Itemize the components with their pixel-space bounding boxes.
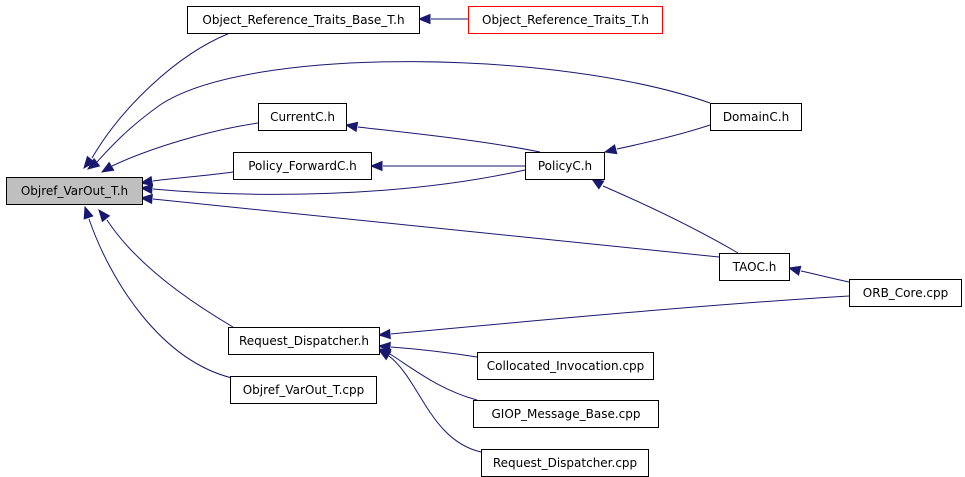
edge-arrowhead xyxy=(344,121,359,133)
edge-domainc_h-to-objref_varout_t_h xyxy=(86,61,711,170)
edge-arrowhead xyxy=(83,205,94,220)
node-label: Object_Reference_Traits_Base_T.h xyxy=(202,13,404,27)
node-request-dispatcher-h[interactable]: Request_Dispatcher.h xyxy=(228,327,380,355)
edge-arrowhead xyxy=(139,193,153,205)
edge-line xyxy=(602,185,739,254)
edge-domainc_h-to-policyc_h xyxy=(603,124,711,155)
edge-giop_message_base_cpp-to-request_dispatcher_h xyxy=(377,348,478,401)
edge-arrowhead xyxy=(139,183,153,195)
edge-object_reference_traits_base_t_h-to-objref_varout_t_h xyxy=(83,32,231,170)
node-box[interactable] xyxy=(468,6,663,34)
edge-objref_varout_t_cpp-to-objref_varout_t_h xyxy=(83,205,233,379)
edge-orb_core_cpp-to-request_dispatcher_h xyxy=(377,295,850,340)
node-box[interactable] xyxy=(228,327,380,355)
node-box[interactable] xyxy=(258,103,347,131)
edge-line xyxy=(357,126,541,153)
edge-arrowhead xyxy=(86,157,101,170)
edge-arrowhead xyxy=(139,175,154,187)
edge-line xyxy=(106,219,234,328)
node-box[interactable] xyxy=(525,152,605,180)
node-label: Collocated_Invocation.cpp xyxy=(487,359,645,373)
node-policy-forwardc-h[interactable]: Policy_ForwardC.h xyxy=(233,152,372,180)
node-object-reference-traits-t-h[interactable]: Object_Reference_Traits_T.h xyxy=(468,6,663,34)
node-box[interactable] xyxy=(233,152,372,180)
edge-line xyxy=(111,122,259,167)
edge-line xyxy=(390,295,850,335)
edge-taoc_h-to-objref_varout_t_h xyxy=(139,193,720,258)
edge-arrowhead xyxy=(377,349,392,361)
node-label: Request_Dispatcher.h xyxy=(239,334,369,348)
edge-collocated_invocation_cpp-to-request_dispatcher_h xyxy=(377,341,478,358)
node-objref-varout-t-cpp[interactable]: Objref_VarOut_T.cpp xyxy=(230,376,377,404)
edge-line xyxy=(800,270,850,283)
edge-arrowhead xyxy=(83,155,96,170)
node-box[interactable] xyxy=(481,449,649,477)
edge-line xyxy=(91,32,231,159)
edge-policy_forwardc_h-to-objref_varout_t_h xyxy=(139,171,234,187)
edge-policyc_h-to-currentc_h xyxy=(344,121,541,153)
node-policyc-h[interactable]: PolicyC.h xyxy=(525,152,605,180)
node-object-reference-traits-base-t-h[interactable]: Object_Reference_Traits_Base_T.h xyxy=(187,6,420,34)
node-box[interactable] xyxy=(719,253,790,281)
node-box[interactable] xyxy=(849,279,962,307)
node-box[interactable] xyxy=(477,352,654,380)
node-collocated-invocation-cpp[interactable]: Collocated_Invocation.cpp xyxy=(477,352,654,380)
node-box[interactable] xyxy=(6,177,143,205)
node-request-dispatcher-cpp[interactable]: Request_Dispatcher.cpp xyxy=(481,449,649,477)
edge-arrowhead xyxy=(590,178,605,190)
edge-arrowhead xyxy=(377,328,391,340)
node-label: Policy_ForwardC.h xyxy=(248,159,357,173)
node-label: Request_Dispatcher.cpp xyxy=(493,456,637,470)
node-domainc-h[interactable]: DomainC.h xyxy=(710,103,802,131)
edge-policyc_h-to-objref_varout_t_h xyxy=(139,169,526,195)
edge-line xyxy=(389,353,478,401)
edge-layer xyxy=(83,13,850,453)
edge-line xyxy=(88,218,233,379)
edge-line xyxy=(388,355,482,453)
edge-line xyxy=(616,124,711,150)
node-currentc-h[interactable]: CurrentC.h xyxy=(258,103,347,131)
node-label: GIOP_Message_Base.cpp xyxy=(492,407,641,421)
node-layer: Objref_VarOut_T.h Object_Reference_Traits… xyxy=(6,6,962,477)
node-giop-message-base-cpp[interactable]: GIOP_Message_Base.cpp xyxy=(473,400,659,428)
edge-request_dispatcher_h-to-objref_varout_t_h xyxy=(98,208,234,328)
edge-line xyxy=(152,198,720,258)
node-label: TAOC.h xyxy=(732,260,777,274)
edge-taoc_h-to-policyc_h xyxy=(590,178,739,254)
edge-object_reference_traits_t_h-to-object_reference_traits_base_t_h xyxy=(417,13,468,25)
edge-arrowhead xyxy=(98,208,111,223)
node-box[interactable] xyxy=(230,376,377,404)
node-box[interactable] xyxy=(710,103,802,131)
edge-line xyxy=(390,346,478,358)
node-label: ORB_Core.cpp xyxy=(863,286,948,300)
edge-arrowhead xyxy=(417,13,431,25)
node-label: PolicyC.h xyxy=(538,159,592,173)
node-label: CurrentC.h xyxy=(270,110,335,124)
edge-request_dispatcher_cpp-to-request_dispatcher_h xyxy=(377,349,482,453)
edge-orb_core_cpp-to-taoc_h xyxy=(787,265,850,283)
node-label: DomainC.h xyxy=(723,110,789,124)
node-taoc-h[interactable]: TAOC.h xyxy=(719,253,790,281)
edge-arrowhead xyxy=(787,265,802,276)
edge-policyc_h-to-policy_forwardc_h xyxy=(369,160,525,172)
edge-line xyxy=(152,169,526,195)
node-box[interactable] xyxy=(473,400,659,428)
edge-line xyxy=(95,61,711,164)
node-objref-varout-t-h[interactable]: Objref_VarOut_T.h xyxy=(6,177,143,205)
node-box[interactable] xyxy=(187,6,420,34)
edge-arrowhead xyxy=(369,160,383,172)
node-label: Objref_VarOut_T.cpp xyxy=(243,383,365,397)
edge-line xyxy=(152,171,234,182)
edge-arrowhead xyxy=(100,161,115,173)
node-label: Object_Reference_Traits_T.h xyxy=(482,13,649,27)
node-label: Objref_VarOut_T.h xyxy=(21,184,128,198)
node-orb-core-cpp[interactable]: ORB_Core.cpp xyxy=(849,279,962,307)
edge-currentc_h-to-objref_varout_t_h xyxy=(100,122,259,173)
edge-arrowhead xyxy=(603,144,618,155)
